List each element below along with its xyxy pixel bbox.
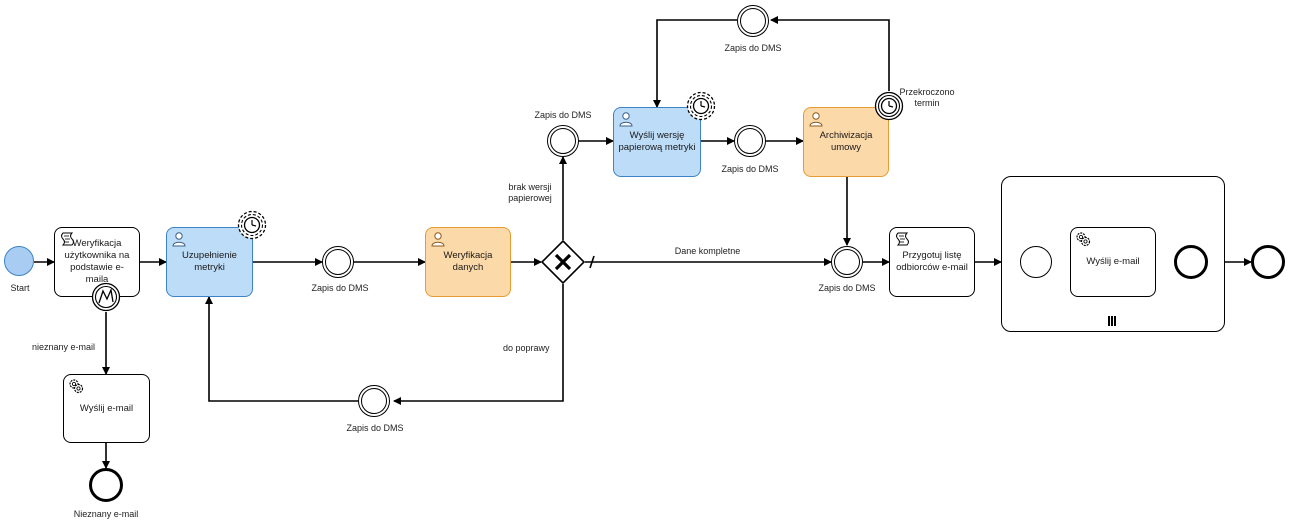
- intermediate-event-dms-archive[interactable]: [734, 125, 766, 157]
- flow-label-to-fix: do poprawy: [503, 343, 550, 353]
- user-task-icon: [619, 112, 633, 127]
- task-send-paper-label: Wyślij wersję papierową metryki: [618, 130, 696, 153]
- dms-label-final: Zapis do DMS: [818, 283, 876, 293]
- flow-label-no-paper: brak wersji papierowej: [508, 182, 552, 203]
- parallel-multi-instance-marker: [1108, 316, 1116, 326]
- task-archive-contract[interactable]: Archiwizacja umowy: [803, 107, 889, 177]
- dms-label-archive: Zapis do DMS: [721, 164, 779, 174]
- task-prepare-recipients-label: Przygotuj listę odbiorców e-mail: [896, 250, 968, 273]
- flow-dms-top-to-send-paper: [653, 19, 737, 108]
- intermediate-event-dms-1[interactable]: [322, 246, 354, 278]
- task-verify-data[interactable]: Weryfikacja danych: [425, 227, 511, 297]
- task-send-email-label: Wyślij e-mail: [79, 402, 134, 414]
- flow-dms-fix-to-metric: [205, 296, 358, 402]
- script-task-icon: [61, 232, 74, 246]
- timer-icon: [686, 91, 716, 121]
- task-complete-metric-label: Uzupełnienie metryki: [182, 250, 237, 273]
- task-send-email[interactable]: Wyślij e-mail: [63, 374, 150, 443]
- task-subprocess-send-email[interactable]: Wyślij e-mail: [1070, 227, 1156, 297]
- task-verify-user-label: Weryfikacja użytkownika na podstawie e-m…: [64, 238, 130, 285]
- flow-timer-to-dms-top: [770, 16, 890, 91]
- subprocess-start-event[interactable]: [1020, 246, 1052, 278]
- service-task-icon: [69, 379, 84, 394]
- service-task-icon: [1076, 232, 1091, 247]
- user-task-icon: [809, 112, 823, 127]
- start-event[interactable]: [4, 246, 34, 276]
- subprocess-end-event[interactable]: [1174, 245, 1208, 279]
- dms-label-top: Zapis do DMS: [724, 43, 782, 53]
- dms-label-paper: Zapis do DMS: [534, 110, 592, 120]
- flow-label-unknown-email: nieznany e-mail: [32, 342, 96, 352]
- user-task-icon: [172, 232, 186, 247]
- intermediate-event-dms-final[interactable]: [831, 246, 863, 278]
- intermediate-event-dms-top[interactable]: [737, 5, 769, 37]
- intermediate-event-dms-fix[interactable]: [358, 385, 390, 417]
- user-task-icon: [431, 232, 445, 247]
- start-event-label: Start: [10, 283, 30, 293]
- exclusive-gateway-icon[interactable]: [541, 240, 585, 284]
- task-prepare-recipients[interactable]: Przygotuj listę odbiorców e-mail: [889, 227, 975, 297]
- script-task-icon: [896, 232, 909, 246]
- task-verify-user[interactable]: Weryfikacja użytkownika na podstawie e-m…: [54, 227, 140, 297]
- dms-label-1: Zapis do DMS: [311, 283, 369, 293]
- task-send-paper[interactable]: Wyślij wersję papierową metryki: [613, 107, 701, 177]
- end-event-unknown-email[interactable]: [89, 468, 123, 502]
- flow-gateway-to-dms-fix: [393, 284, 564, 405]
- error-boundary-icon: [91, 282, 121, 312]
- task-verify-data-label: Weryfikacja danych: [443, 250, 493, 273]
- task-archive-contract-label: Archiwizacja umowy: [819, 130, 873, 153]
- flow-label-data-complete: Dane kompletne: [674, 246, 741, 256]
- dms-label-fix: Zapis do DMS: [346, 423, 404, 433]
- task-subprocess-send-email-label: Wyślij e-mail: [1086, 256, 1140, 267]
- deadline-exceeded-label: Przekroczono termin: [899, 87, 955, 108]
- task-complete-metric[interactable]: Uzupełnienie metryki: [166, 227, 253, 297]
- end-event-unknown-email-label: Nieznany e-mail: [73, 509, 139, 519]
- timer-icon: [874, 91, 904, 121]
- timer-icon: [237, 210, 267, 240]
- intermediate-event-dms-paper[interactable]: [547, 125, 579, 157]
- end-event[interactable]: [1251, 245, 1285, 279]
- default-flow-marker: [589, 255, 595, 269]
